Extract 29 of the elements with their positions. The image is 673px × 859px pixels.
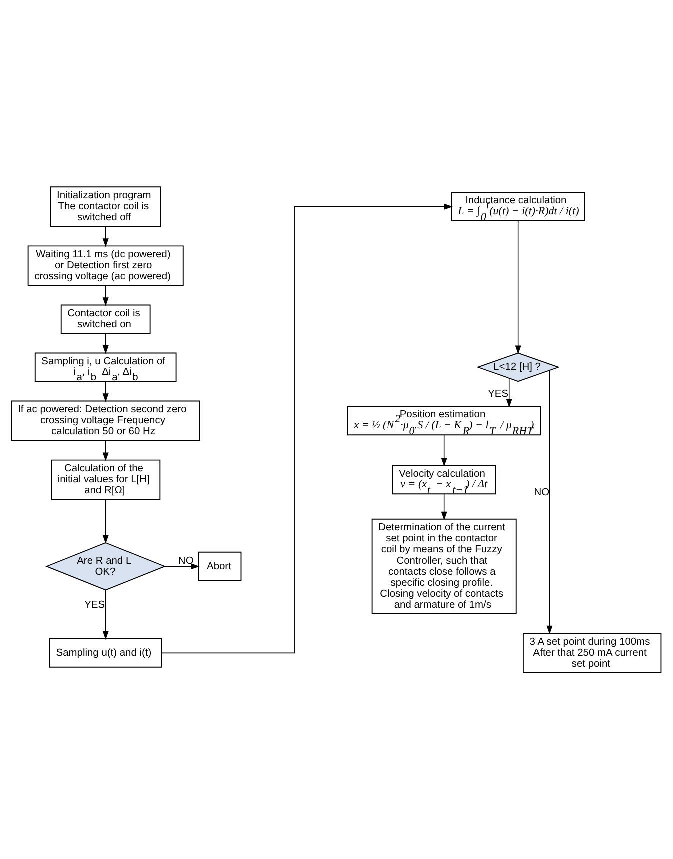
edge-label: NO — [178, 555, 194, 566]
arrow — [102, 284, 109, 306]
arrow — [102, 440, 109, 461]
edge-label: NO — [534, 487, 550, 498]
node-box: If ac powered: Detection second zero crossing voltage Frequency calculation 50 or 60 Hz — [11, 400, 200, 441]
arrow — [102, 589, 109, 640]
arrow — [164, 563, 200, 570]
node-box: Waiting 11.1 ms (dc powered) or Detection first zero crossing voltage (ac powered) — [28, 245, 184, 286]
arrow — [546, 370, 553, 634]
node-box: Abort — [198, 551, 242, 581]
node-box: 3 A set point during 100ms After that 250 mA current set point — [522, 632, 662, 673]
edge-label: YES — [488, 388, 509, 400]
arrow — [162, 203, 453, 654]
arrow — [102, 226, 109, 247]
arrow — [441, 434, 448, 466]
node-box: Calculation of the initial values for L[H] and R[Ω] — [51, 459, 161, 500]
node-box: Initialization program The contactor coil is switched off — [50, 186, 162, 226]
node-diamond: L<12 [H] ? — [476, 352, 560, 382]
node-box: Contactor coil is switched on — [60, 304, 151, 334]
arrow — [102, 380, 109, 402]
arrow — [515, 220, 522, 354]
node-box: Sampling u(t) and i(t) — [49, 638, 162, 668]
arrow — [102, 498, 109, 544]
edge-label: YES — [84, 600, 106, 611]
arrow — [506, 378, 512, 408]
arrow — [102, 332, 109, 354]
arrow — [441, 493, 448, 520]
node-box: Determination of the current set point in the contactor coil by means of the Fuzzy Controller, such that contacts close follows a specific closing profile. Closing velocity of contacts and armature of 1m/s — [372, 518, 517, 614]
node-diamond: Are R and L OK? — [46, 542, 166, 590]
